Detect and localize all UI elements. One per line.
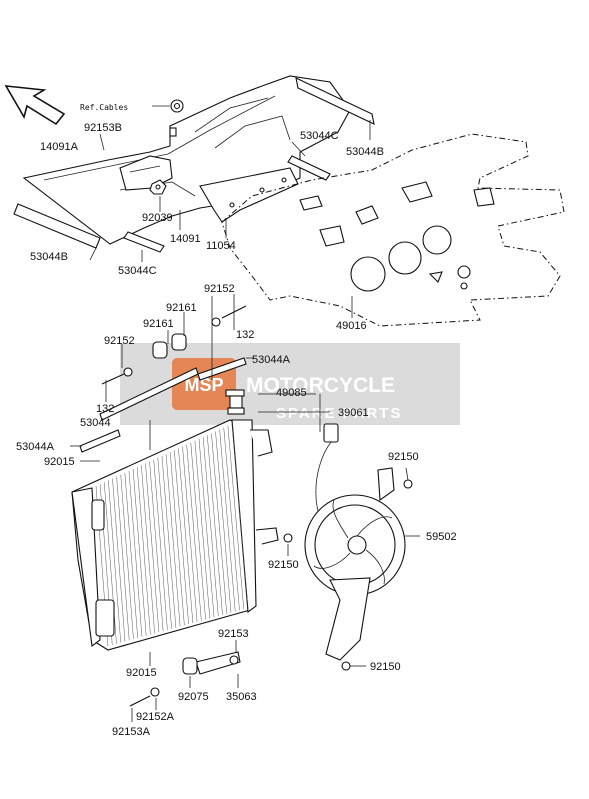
part-label-92152A: 92152A	[136, 711, 175, 723]
part-label-92150-bot: 92150	[370, 661, 401, 673]
part-label-92153: 92153	[218, 628, 249, 640]
damper-92075	[182, 657, 198, 675]
part-label-92152-top: 92152	[204, 283, 235, 295]
part-label-59502: 59502	[426, 531, 457, 543]
radiator-fin	[190, 442, 206, 620]
radiator-cap-49085	[225, 389, 245, 415]
radiator-fin	[227, 425, 244, 610]
radiator-core	[71, 419, 279, 651]
part-label-132-top: 132	[236, 329, 254, 341]
part-label-53044B-top: 53044B	[346, 146, 384, 158]
part-label-39061: 39061	[338, 407, 369, 419]
radiator-fin	[219, 429, 236, 612]
part-label-53044C-left: 53044C	[118, 265, 157, 277]
part-label-92161-b: 92161	[143, 318, 174, 330]
part-label-92015-top: 92015	[44, 456, 75, 468]
part-label-53044B-left: 53044B	[30, 251, 68, 263]
part-label-49016: 49016	[336, 320, 367, 332]
part-label-92153A: 92153A	[112, 726, 151, 738]
radiator-fin	[202, 437, 219, 617]
part-label-53044C-top: 53044C	[300, 130, 339, 142]
radiator-fin	[182, 446, 198, 622]
radiator-fin	[141, 465, 155, 634]
ref-cables-grommet	[169, 99, 184, 137]
cooling-fan-59502	[304, 467, 406, 661]
nut-92039	[149, 179, 167, 195]
radiator-fin	[108, 480, 121, 643]
rubber-strips-53044	[79, 357, 247, 453]
radiator-fin	[211, 433, 228, 614]
radiator-fin	[136, 467, 151, 635]
direction-arrow-icon	[4, 85, 66, 126]
part-label-92015-bot: 92015	[126, 667, 157, 679]
watermark-badge: MSP	[184, 375, 223, 395]
radiator-fin	[120, 474, 134, 640]
radiator-fin	[174, 450, 189, 625]
ref-cables-label: Ref.Cables	[80, 103, 128, 112]
radiator-fin	[207, 435, 223, 615]
part-label-49085: 49085	[276, 387, 307, 399]
part-label-11054: 11054	[206, 240, 236, 252]
collars-92161	[152, 333, 187, 359]
radiator-fin	[112, 478, 126, 642]
part-label-92161-a: 92161	[166, 302, 197, 314]
radiator-fin	[169, 452, 185, 626]
radiator-fin	[157, 457, 172, 629]
watermark: MSP MOTORCYCLE SPARE PARTS	[120, 343, 460, 425]
radiator-fin	[145, 463, 160, 633]
part-label-14091: 14091	[170, 233, 201, 245]
part-label-14091A: 14091A	[40, 141, 79, 153]
radiator-fin	[132, 469, 147, 636]
part-label-92150-mid: 92150	[268, 559, 299, 571]
radiator-fin	[194, 440, 211, 619]
bracket-11054	[199, 167, 299, 223]
cover-14091A	[22, 75, 351, 245]
part-label-92152-left: 92152	[104, 335, 135, 347]
part-label-53044: 53044	[80, 417, 111, 429]
radiator-fin	[149, 461, 164, 632]
radiator-fin	[186, 444, 202, 621]
part-label-92150-top: 92150	[388, 451, 419, 463]
bracket-35063	[195, 651, 241, 675]
radiator-fin	[178, 448, 194, 623]
radiator-fin	[165, 454, 181, 627]
radiator-fin	[124, 472, 138, 638]
part-label-53044A-left: 53044A	[16, 441, 55, 453]
watermark-line1: MOTORCYCLE	[246, 374, 395, 397]
part-label-53044A-right: 53044A	[252, 354, 291, 366]
radiator-fin	[223, 427, 240, 611]
radiator-fin	[116, 476, 130, 641]
watermark-line2: SPARE PARTS	[276, 405, 402, 422]
radiator-fin	[198, 439, 215, 618]
part-label-132-left: 132	[96, 403, 114, 415]
radiator-fin	[231, 423, 249, 609]
bolts-132	[101, 305, 247, 385]
part-label-92075: 92075	[178, 691, 209, 703]
radiator-fin	[128, 470, 143, 637]
plate-49016	[221, 133, 565, 327]
part-label-92039: 92039	[142, 212, 173, 224]
bolt-92153A	[129, 687, 160, 707]
leader-lines	[70, 105, 420, 722]
radiator-fin	[215, 431, 232, 613]
part-label-92153B: 92153B	[84, 122, 122, 134]
radiator-fin	[161, 455, 177, 628]
part-label-35063: 35063	[226, 691, 257, 703]
radiator-fin	[153, 459, 168, 630]
